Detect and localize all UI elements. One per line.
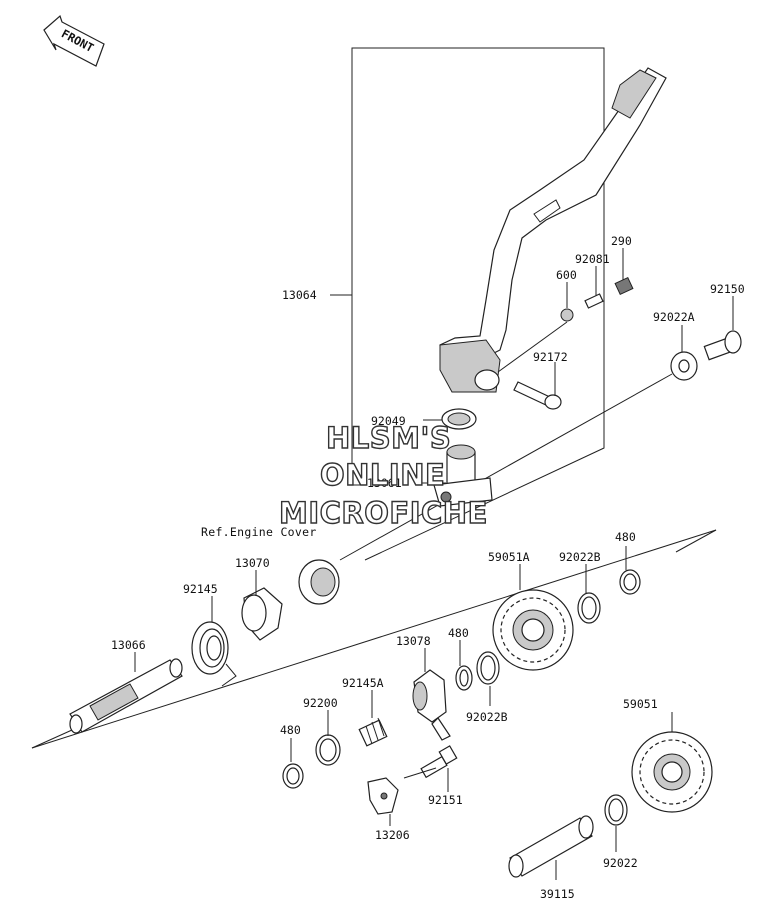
washer-92022B-top <box>577 592 601 624</box>
label-480-top: 480 <box>615 530 636 544</box>
bolt-92172 <box>513 381 562 410</box>
label-13061: 13061 <box>367 476 402 490</box>
gear-59051 <box>631 731 713 813</box>
kick-pedal-assembly-bracket <box>330 47 605 561</box>
label-13064: 13064 <box>282 288 317 302</box>
label-600: 600 <box>556 268 577 282</box>
circlip-480-top <box>619 569 641 595</box>
label-92022B-top: 92022B <box>559 550 601 564</box>
axis-arrow-right <box>675 529 717 553</box>
axis-arrow-left <box>31 729 73 749</box>
label-92081: 92081 <box>575 252 610 266</box>
label-290: 290 <box>611 234 632 248</box>
front-direction-marker: FRONT <box>43 14 105 67</box>
spring-92145A <box>358 717 388 747</box>
axis-line-92022A <box>339 373 673 561</box>
watermark: HLSM'S ONLINE MICROFICHE <box>278 420 488 530</box>
ball-600 <box>560 308 574 322</box>
label-59051: 59051 <box>623 697 658 711</box>
washer-92022B-mid <box>476 651 500 685</box>
plug-290 <box>614 276 634 296</box>
bolt-92150 <box>703 330 742 361</box>
label-13078: 13078 <box>396 634 431 648</box>
guide-13206 <box>367 777 399 815</box>
washer-92022 <box>604 794 628 826</box>
bolt-92151 <box>420 745 458 779</box>
washer-92200 <box>315 734 341 766</box>
main-axis-line <box>31 529 717 749</box>
label-92049: 92049 <box>371 414 406 428</box>
watermark-line-2: ONLINE <box>320 458 445 492</box>
kick-shaft-13066 <box>69 658 183 734</box>
label-480-mid: 480 <box>448 626 469 640</box>
spring-92081 <box>584 293 604 309</box>
label-92200: 92200 <box>303 696 338 710</box>
kick-spring-92145 <box>191 621 237 687</box>
collar-13070 <box>241 587 283 641</box>
watermark-line-3: MICROFICHE <box>279 496 488 530</box>
label-92145A: 92145A <box>342 676 384 690</box>
label-39115: 39115 <box>540 887 575 901</box>
circlip-480-mid <box>455 665 473 691</box>
shaft-39115 <box>508 815 594 878</box>
ratchet-13078 <box>412 669 451 741</box>
label-480-left: 480 <box>280 723 301 737</box>
label-92151: 92151 <box>428 793 463 807</box>
label-ref-engine-cover: Ref.Engine Cover <box>201 525 317 539</box>
part-labels: 13064 290 92081 600 92150 92022A 92172 9… <box>111 234 745 901</box>
label-13066: 13066 <box>111 638 146 652</box>
engine-cover-bearing <box>298 559 340 605</box>
label-92150: 92150 <box>710 282 745 296</box>
label-92022: 92022 <box>603 856 638 870</box>
watermark-line-1: HLSM'S <box>326 421 451 455</box>
label-92172: 92172 <box>533 350 568 364</box>
label-92022B-mid: 92022B <box>466 710 508 724</box>
gear-59051A <box>492 589 574 671</box>
oil-seal-92049 <box>441 408 477 430</box>
label-13070: 13070 <box>235 556 270 570</box>
washer-92022A <box>670 351 698 381</box>
leader-lines <box>134 248 734 880</box>
label-92145: 92145 <box>183 582 218 596</box>
label-59051A: 59051A <box>488 550 530 564</box>
detent-parts <box>497 276 634 373</box>
circlip-480-left <box>282 763 304 789</box>
kick-shaft-boss-13061 <box>433 444 493 507</box>
label-92022A: 92022A <box>653 310 695 324</box>
kick-pedal-lever <box>439 67 667 393</box>
label-13206: 13206 <box>375 828 410 842</box>
